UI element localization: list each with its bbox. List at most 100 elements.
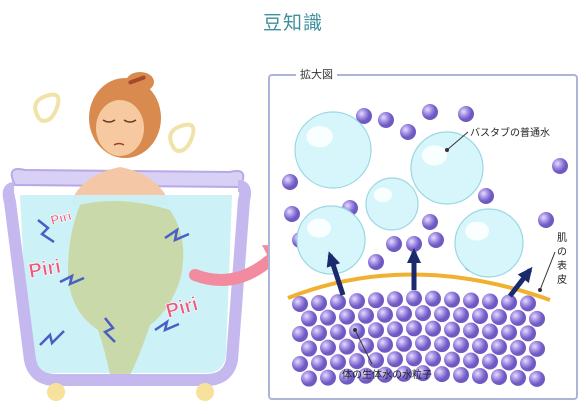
- absorption-arrow-head: [517, 266, 533, 283]
- water-particle: [400, 124, 416, 140]
- body-water-particle: [425, 350, 441, 367]
- body-water-particle: [529, 340, 545, 357]
- body-water-particle: [529, 310, 545, 327]
- body-water-particle: [292, 356, 308, 372]
- body-water-particle: [368, 322, 384, 339]
- body-water-particle: [339, 368, 355, 385]
- body-water-particle: [510, 309, 526, 326]
- body-water-particle: [387, 291, 403, 308]
- body-water-particle: [349, 353, 365, 370]
- zigzag-mark: [59, 273, 85, 287]
- pink-arrow-shaft: [189, 254, 276, 286]
- body-water-particle: [311, 325, 327, 342]
- panel-label: 拡大図: [296, 66, 337, 82]
- body-water-particle: [425, 290, 441, 307]
- body-water-particle: [501, 324, 517, 341]
- water-particle: [284, 206, 300, 222]
- body-water-particle: [311, 295, 327, 312]
- leader-line: [354, 329, 373, 365]
- bath-water-bubble: [410, 131, 484, 205]
- body-water-particle: [510, 369, 526, 386]
- body-water-particle: [520, 355, 536, 372]
- label-bath-water: バスタブの普通水: [470, 128, 550, 139]
- eye-left: [102, 119, 116, 123]
- body-water-particle: [368, 352, 384, 369]
- bathtub-body: [2, 180, 252, 386]
- body-water-particle: [320, 339, 336, 356]
- bubble-highlight: [373, 187, 392, 203]
- body-water-particle: [396, 365, 412, 382]
- zigzag-mark: [164, 227, 190, 243]
- body-water-particle: [453, 367, 469, 384]
- body-water-particle: [377, 366, 393, 383]
- bath-water-bubble: [454, 208, 524, 278]
- zigzag-mark: [154, 319, 180, 333]
- body-water-particle: [434, 366, 450, 383]
- label-skin-surface: 肌の表皮: [557, 233, 567, 286]
- body-water-particle: [292, 326, 308, 342]
- absorption-arrow-head: [326, 251, 341, 268]
- body-water-particle: [520, 325, 536, 342]
- water-particle: [538, 212, 554, 228]
- body-water-particle: [453, 337, 469, 354]
- water-particle: [422, 104, 438, 120]
- water-particle: [356, 108, 372, 124]
- body-water-particle: [510, 339, 526, 356]
- body-water-particle: [491, 368, 507, 385]
- body-water-particle: [330, 354, 346, 371]
- body-water-particle: [491, 308, 507, 325]
- body-water-particle: [349, 293, 365, 310]
- body-water-particle: [444, 291, 460, 308]
- body-water-particle: [415, 305, 431, 322]
- body-water-particle: [339, 308, 355, 325]
- body-water-particle: [301, 310, 317, 327]
- body-water-particle: [425, 320, 441, 337]
- body-water-particle: [377, 306, 393, 323]
- mouth: [113, 142, 125, 146]
- steam-curl-left: [33, 92, 61, 123]
- body-water-particle: [339, 338, 355, 355]
- body-water-particle: [396, 335, 412, 352]
- water-particle: [422, 214, 438, 230]
- body-water-particle: [330, 324, 346, 341]
- label-body-water: 体の生体水の水粒子: [342, 370, 432, 381]
- tub-foot-left: [47, 383, 65, 401]
- body-water-particle: [463, 352, 479, 369]
- zigzag-mark: [39, 330, 65, 346]
- leader-line: [539, 251, 556, 291]
- body-water-particle: [501, 354, 517, 371]
- water-particle: [428, 232, 444, 248]
- body-water-particle: [520, 295, 536, 312]
- body-water-particle: [349, 323, 365, 340]
- bubble-highlight: [421, 145, 447, 166]
- body-water-particle: [358, 337, 374, 354]
- body-water-particle: [358, 307, 374, 324]
- body-water-particle: [368, 292, 384, 309]
- body-water-particle: [453, 307, 469, 324]
- leader-line: [446, 131, 469, 151]
- body-water-particle: [463, 322, 479, 339]
- water-particle: [478, 188, 494, 204]
- body-water-particle: [301, 370, 317, 387]
- body-water-particle: [482, 293, 498, 310]
- leader-dot: [538, 288, 542, 292]
- body-water-particle: [529, 370, 545, 387]
- body-water-particle: [472, 308, 488, 324]
- body-water-particle: [482, 323, 498, 340]
- body-water-particle: [387, 321, 403, 338]
- bubble-highlight: [307, 218, 331, 238]
- bubble-highlight: [306, 126, 334, 148]
- body-water-particle: [463, 292, 479, 309]
- hair-bun: [126, 72, 154, 92]
- water-particle: [282, 174, 298, 190]
- tub-foot-right: [196, 383, 214, 401]
- zigzag-mark: [37, 219, 55, 244]
- body-water-particle: [396, 305, 412, 322]
- bath-water-bubble: [365, 177, 419, 231]
- woman-body: [68, 201, 184, 375]
- body-water-particle: [472, 338, 488, 354]
- body-water-particle: [482, 353, 498, 370]
- hair-clip: [128, 75, 146, 85]
- body-water-particle: [330, 294, 346, 311]
